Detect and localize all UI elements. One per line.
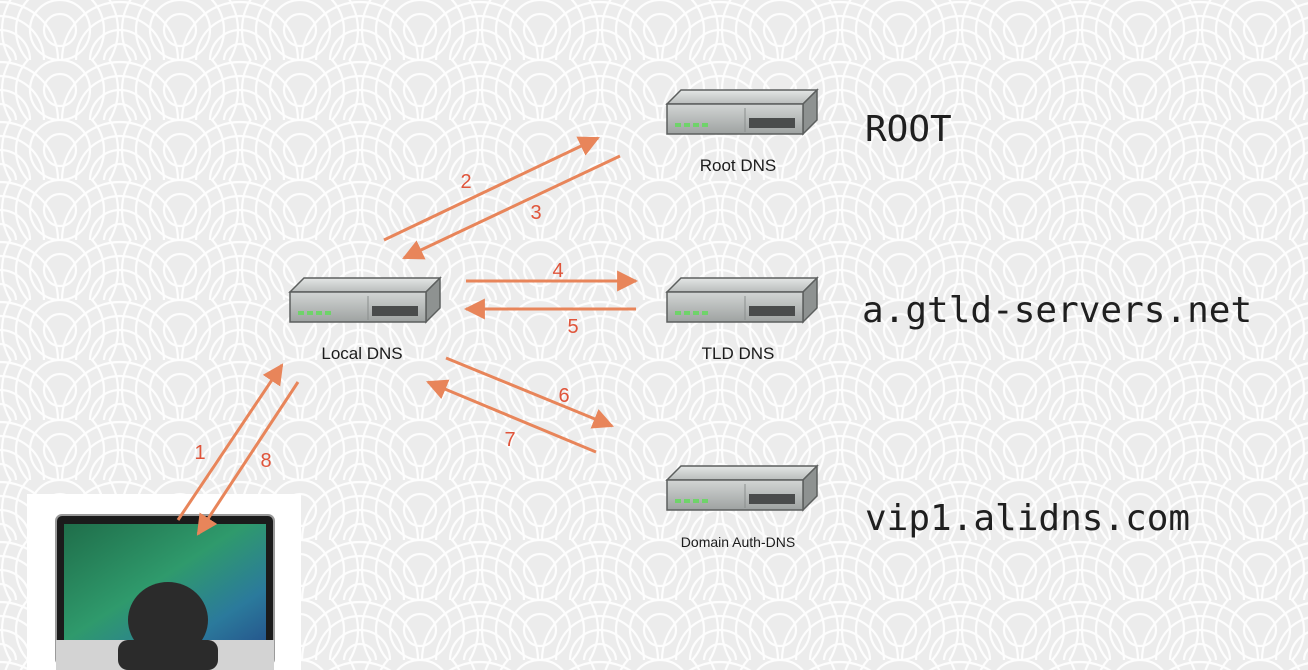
tld-dns-label: TLD DNS: [702, 344, 775, 363]
user-silhouette-icon: [118, 582, 218, 670]
auth-hostname: vip1.alidns.com: [865, 498, 1190, 539]
step-number: 4: [552, 260, 563, 282]
step-number: 6: [558, 385, 569, 407]
step-number: 2: [460, 171, 471, 193]
arrow-8: [196, 381, 300, 536]
client-computer: [27, 494, 301, 670]
step-number: 3: [530, 202, 541, 224]
flow-arrows: [176, 136, 639, 536]
local-dns-server: [289, 277, 441, 323]
step-number: 1: [194, 442, 205, 464]
arrow-1: [176, 363, 284, 521]
arrow-6: [445, 356, 614, 429]
root-dns-server: [666, 89, 818, 135]
domain-auth-dns-label: Domain Auth-DNS: [681, 534, 795, 550]
arrow-2: [383, 136, 600, 242]
arrow-3: [402, 154, 621, 260]
step-numbers: 1 2 3 4 5 6 7 8: [194, 171, 578, 472]
tld-dns-server: [666, 277, 818, 323]
step-number: 5: [567, 316, 578, 338]
step-number: 8: [260, 450, 271, 472]
local-dns-label: Local DNS: [321, 344, 402, 363]
domain-auth-dns-server: [666, 465, 818, 511]
root-hostname: ROOT: [865, 109, 952, 150]
arrow-7: [426, 379, 597, 454]
step-number: 7: [504, 429, 515, 451]
tld-hostname: a.gtld-servers.net: [862, 290, 1252, 331]
root-dns-label: Root DNS: [700, 156, 777, 175]
